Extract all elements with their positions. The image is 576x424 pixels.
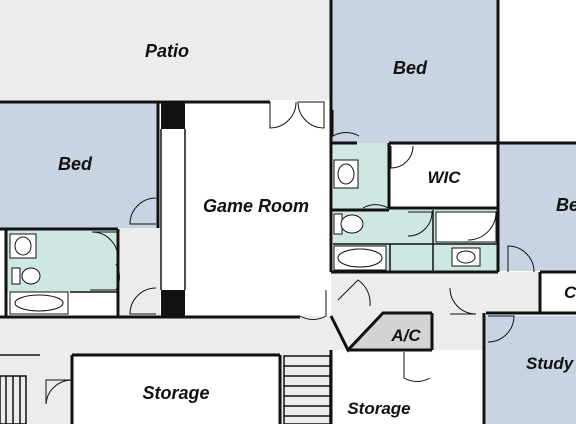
patio-area: [0, 0, 331, 100]
wic-area: [390, 145, 497, 207]
door-hall-left: [129, 287, 157, 315]
door-bath-top: [362, 183, 389, 209]
ac-label: A/C: [390, 326, 421, 345]
room-labels: Patio Bed Bed Be Game Room WIC Storage S…: [58, 41, 576, 418]
bedroom-left-area: [0, 103, 158, 228]
fixtures: [9, 159, 497, 315]
column-top: [161, 103, 185, 129]
door-study: [487, 315, 515, 343]
door-patio-right: [297, 101, 325, 129]
storage-right-label: Storage: [347, 399, 410, 418]
game-room-label: Game Room: [203, 196, 309, 216]
sink-left-basin: [14, 236, 32, 256]
bedroom-top-area: [331, 0, 498, 143]
doors: [45, 101, 535, 405]
hallway-mid: [331, 272, 576, 316]
patio-label: Patio: [145, 41, 189, 61]
bed-left-label: Bed: [58, 154, 93, 174]
study-label: Study: [526, 354, 575, 373]
bedroom-right-area: [498, 143, 576, 271]
door-wic: [390, 145, 414, 169]
storage-right-area: [331, 350, 484, 424]
door-storage-left: [45, 379, 73, 405]
closet-partial-area: [540, 272, 576, 312]
study-area: [486, 316, 576, 424]
column-bottom: [161, 290, 185, 316]
hallway-left: [120, 228, 160, 316]
bed-right-label: Be: [556, 195, 576, 215]
closet-partial-label: C: [564, 283, 576, 302]
toilet-top-bowl: [340, 214, 364, 234]
shelf-right: [435, 211, 497, 243]
toilet-left-bowl: [21, 267, 41, 285]
stairs-center: [283, 355, 331, 424]
sink-right-basin: [456, 250, 476, 264]
tub-left-inner: [14, 294, 64, 312]
door-bath-left: [91, 231, 119, 259]
door-bed-top: [332, 110, 360, 137]
door-bed-right: [507, 245, 535, 273]
bed-top-label: Bed: [393, 58, 428, 78]
ac-area: [348, 313, 432, 350]
wic-label: WIC: [427, 168, 461, 187]
tub-top-inner: [337, 248, 383, 268]
door-ac: [403, 352, 431, 382]
door-closet: [449, 287, 477, 315]
door-bath-top-2: [407, 211, 433, 237]
door-game: [299, 290, 327, 320]
toilet-left-tank: [11, 267, 21, 285]
door-bed-left: [129, 197, 157, 225]
door-hall-mid: [337, 279, 371, 307]
door-patio-left: [269, 101, 297, 129]
storage-left-area: [72, 355, 280, 424]
door-bath-right: [467, 211, 497, 241]
wall-diagonal: [329, 311, 432, 353]
storage-left-label: Storage: [142, 383, 209, 403]
door-bath-left-2: [90, 263, 120, 291]
sink-top-basin: [337, 163, 355, 185]
game-room-area: [186, 103, 331, 316]
